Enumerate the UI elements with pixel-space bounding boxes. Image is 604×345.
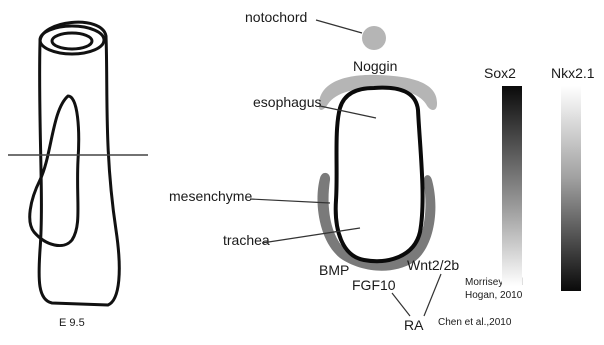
label-fgf10: FGF10 — [352, 277, 396, 293]
label-noggin: Noggin — [353, 58, 397, 74]
leader-ra-fgf10 — [392, 293, 410, 316]
citation-chen: Chen et al.,2010 — [438, 317, 512, 328]
foregut-epithelium-outline — [336, 88, 423, 261]
notochord-shape — [362, 26, 386, 50]
nkx21-label: Nkx2.1 — [551, 65, 595, 81]
foregut-tube-sketch: E 9.5 — [8, 22, 148, 329]
citation-morrisey-line2: Hogan, 2010 — [465, 290, 523, 301]
trachea-bud-outline — [30, 96, 79, 246]
foregut-tube-opening-inner — [52, 33, 92, 49]
sox2-gradient-bar — [502, 86, 522, 286]
label-ra: RA — [404, 317, 424, 333]
label-trachea: trachea — [223, 232, 270, 248]
stage-label: E 9.5 — [59, 317, 85, 329]
sox2-label: Sox2 — [484, 65, 516, 81]
label-wnt: Wnt2/2b — [407, 257, 459, 273]
label-notochord: notochord — [245, 9, 307, 25]
nkx21-gradient-bar — [561, 86, 581, 291]
leader-ra-wnt — [424, 274, 441, 316]
label-mesenchyme: mesenchyme — [169, 188, 252, 204]
leader-notochord — [316, 20, 362, 33]
label-esophagus: esophagus — [253, 94, 322, 110]
gradient-legend: Sox2 Nkx2.1 — [484, 65, 595, 291]
label-bmp: BMP — [319, 262, 349, 278]
